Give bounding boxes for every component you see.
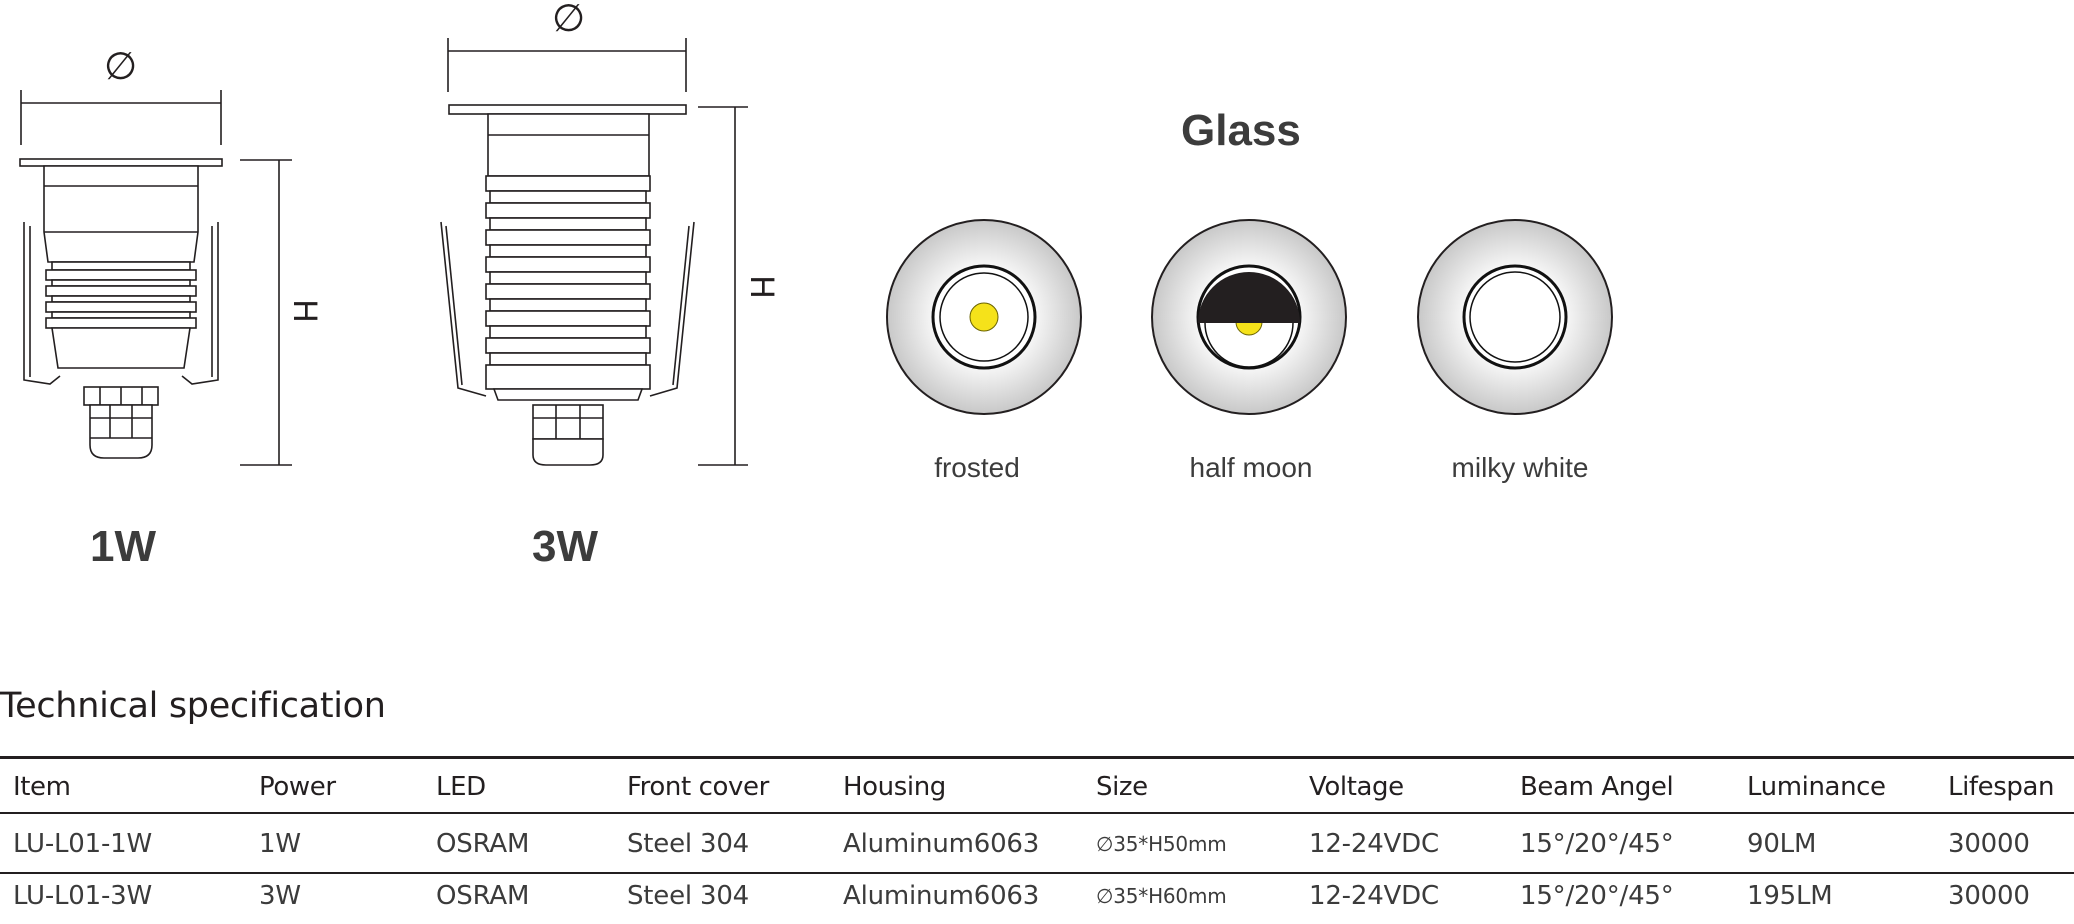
- cell-lifespan: 30000: [1948, 881, 2030, 911]
- header-item: Item: [13, 772, 71, 802]
- table-rule-top: [0, 756, 2074, 759]
- model-label-3w: 3W: [532, 522, 598, 571]
- header-power: Power: [259, 772, 336, 802]
- cell-voltage: 12-24VDC: [1309, 829, 1439, 859]
- glass-title: Glass: [1181, 106, 1301, 155]
- model-label-1w: 1W: [90, 522, 156, 571]
- cell-voltage: 12-24VDC: [1309, 881, 1439, 911]
- cell-housing: Aluminum6063: [843, 881, 1040, 911]
- drawing-1w: [19, 90, 292, 466]
- header-led: LED: [436, 772, 486, 802]
- glass-frosted-icon: [886, 219, 1082, 415]
- glass-milky-white-icon: [1417, 219, 1613, 415]
- cell-item: LU-L01-3W: [13, 881, 153, 911]
- diameter-symbol-1w: ∅: [104, 44, 138, 88]
- spec-title: Technical specification: [0, 686, 386, 726]
- cell-led: OSRAM: [436, 829, 530, 859]
- cell-lifespan: 30000: [1948, 829, 2030, 859]
- cell-luminance: 195LM: [1747, 881, 1833, 911]
- cell-power: 3W: [259, 881, 301, 911]
- cell-front-cover: Steel 304: [627, 881, 750, 911]
- glass-label-milky-white: milky white: [1451, 452, 1589, 483]
- table-rule-header: [0, 812, 2074, 814]
- cell-housing: Aluminum6063: [843, 829, 1040, 859]
- header-housing: Housing: [843, 772, 946, 802]
- diameter-symbol-3w: ∅: [552, 0, 586, 40]
- drawing-3w: [440, 38, 748, 466]
- cell-led: OSRAM: [436, 881, 530, 911]
- cell-luminance: 90LM: [1747, 829, 1817, 859]
- table-rule-row: [0, 872, 2074, 874]
- header-luminance: Luminance: [1747, 772, 1886, 802]
- glass-half-moon-icon: [1151, 219, 1347, 415]
- header-voltage: Voltage: [1309, 772, 1404, 802]
- header-lifespan: Lifespan: [1948, 772, 2055, 802]
- cell-size: ∅35*H50mm: [1096, 832, 1227, 856]
- cell-beam-angle: 15°/20°/45°: [1520, 829, 1674, 859]
- header-size: Size: [1096, 772, 1148, 802]
- header-beam-angel: Beam Angel: [1520, 772, 1674, 802]
- header-front-cover: Front cover: [627, 772, 769, 802]
- cell-beam-angle: 15°/20°/45°: [1520, 881, 1674, 911]
- glass-label-half-moon: half moon: [1189, 452, 1313, 483]
- glass-options: [886, 219, 1613, 415]
- cell-item: LU-L01-1W: [13, 829, 153, 859]
- cell-size: ∅35*H60mm: [1096, 884, 1227, 908]
- glass-label-frosted: frosted: [934, 452, 1020, 483]
- cell-power: 1W: [259, 829, 301, 859]
- cell-front-cover: Steel 304: [627, 829, 750, 859]
